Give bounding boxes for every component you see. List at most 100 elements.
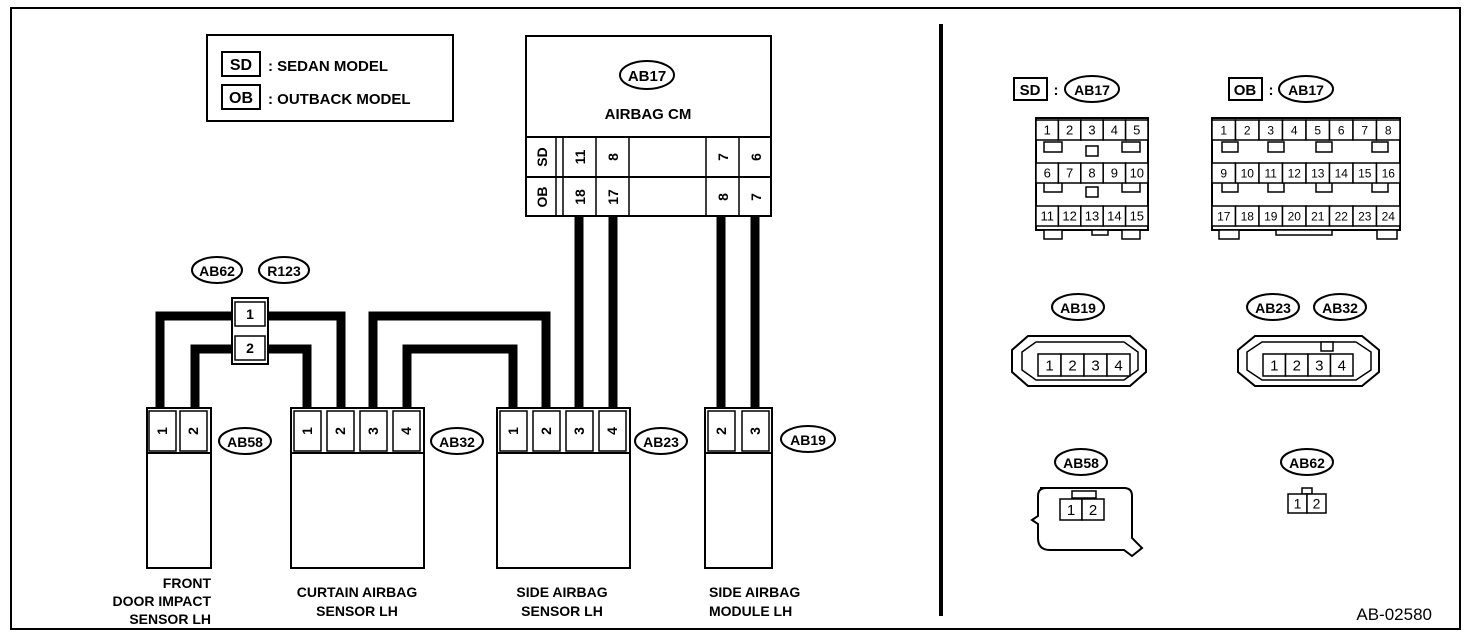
legend-ob-code: OB xyxy=(229,90,253,107)
pin-number: 17 xyxy=(1217,209,1231,223)
component-pin: 4 xyxy=(398,427,414,435)
pin-number: 14 xyxy=(1335,166,1349,180)
front-door-impact-sensor: 1 2 AB58 FRONT DOOR IMPACT SENSOR LH xyxy=(112,407,272,627)
pin-number: 2 xyxy=(1313,496,1321,512)
wire xyxy=(402,344,518,413)
pin-number: 15 xyxy=(1130,209,1144,224)
pin-number: 15 xyxy=(1358,166,1372,180)
pin-number: 5 xyxy=(1314,123,1321,137)
component-label-line: SIDE AIRBAG xyxy=(516,584,607,600)
pin-number: 6 xyxy=(1338,123,1345,137)
component-pin: 2 xyxy=(538,427,554,435)
pin-cell xyxy=(1329,353,1354,377)
pin-number: 13 xyxy=(1311,166,1325,180)
component-label-line: SIDE AIRBAG xyxy=(709,584,800,600)
pin-number: 3 xyxy=(1088,123,1095,138)
pin-number: 23 xyxy=(1358,209,1372,223)
pin-number: 1 xyxy=(1045,357,1053,374)
pin-number: 22 xyxy=(1335,209,1349,223)
pin-cell xyxy=(1106,353,1131,377)
cm-sd-pin: 8 xyxy=(605,153,621,161)
pin-number: 4 xyxy=(1291,123,1298,137)
pin-number: 4 xyxy=(1338,357,1346,374)
pin-number: 12 xyxy=(1288,166,1302,180)
svg-text:AB19: AB19 xyxy=(1060,300,1096,316)
side-airbag-sensor: 1 2 3 4 AB23 SIDE AIRBAG SENSOR LH xyxy=(496,407,688,619)
splice-pin: 1 xyxy=(246,306,254,322)
svg-text::: : xyxy=(1054,82,1059,99)
svg-text::: : xyxy=(1269,82,1274,99)
pin-number: 3 xyxy=(1091,357,1099,374)
cm-ob-pin: 18 xyxy=(572,189,588,205)
cm-ob-pin: 17 xyxy=(605,189,621,205)
pin-cell xyxy=(1124,205,1149,227)
airbag-cm-connector-tag xyxy=(619,60,675,90)
pin-number: 10 xyxy=(1130,166,1144,181)
pin-number: 3 xyxy=(1267,123,1274,137)
legend-ob-label: : OUTBACK MODEL xyxy=(268,91,411,108)
pin-cell xyxy=(1375,205,1401,227)
component-label-line: MODULE LH xyxy=(709,603,792,619)
component-pin: 4 xyxy=(604,427,620,435)
pin-number: 6 xyxy=(1044,166,1051,181)
legend-sd-badge xyxy=(221,51,261,77)
pin-number: 20 xyxy=(1288,209,1302,223)
pin-cell xyxy=(1124,162,1149,184)
component-label-line: SENSOR LH xyxy=(521,603,603,619)
wire xyxy=(268,344,312,413)
splice-tag: AB62 xyxy=(199,263,235,279)
pin-number: 9 xyxy=(1220,166,1227,180)
airbag-cm-label: AIRBAG CM xyxy=(605,106,692,123)
component-label-line: SENSOR LH xyxy=(316,603,398,619)
component-connector-tag: AB19 xyxy=(790,432,826,448)
pin-number: 7 xyxy=(1361,123,1368,137)
pin-number: 3 xyxy=(1315,357,1323,374)
pin-number: 8 xyxy=(1385,123,1392,137)
component-pin: 2 xyxy=(332,427,348,435)
pin-number: 9 xyxy=(1111,166,1118,181)
component-pin: 1 xyxy=(299,427,315,435)
wires xyxy=(155,216,760,413)
pin-number: 1 xyxy=(1220,123,1227,137)
pin-number: 7 xyxy=(1066,166,1073,181)
component-connector-tag: AB23 xyxy=(643,434,679,450)
svg-text:AB62: AB62 xyxy=(1289,455,1325,471)
svg-text:AB17: AB17 xyxy=(1288,82,1324,98)
splice-pin: 2 xyxy=(246,340,254,356)
pin-number: 2 xyxy=(1244,123,1251,137)
component-label-line: CURTAIN AIRBAG xyxy=(297,584,418,600)
pin-number: 1 xyxy=(1294,496,1302,512)
component-label-line: FRONT xyxy=(163,575,212,591)
pin-number: 24 xyxy=(1382,209,1396,223)
pin-number: 21 xyxy=(1311,209,1325,223)
svg-text:AB23: AB23 xyxy=(1255,300,1291,316)
component-label-line: DOOR IMPACT xyxy=(112,593,211,609)
cm-sd-pin: 7 xyxy=(715,153,731,161)
svg-text:OB: OB xyxy=(1234,82,1257,99)
pin-number: 10 xyxy=(1241,166,1255,180)
curtain-airbag-sensor: 1 2 3 4 AB32 CURTAIN AIRBAG SENSOR LH xyxy=(290,407,484,619)
component-pin: 1 xyxy=(154,427,170,435)
cm-sd-pin: 11 xyxy=(572,149,588,164)
pin-cell xyxy=(1375,162,1401,184)
splice-connector: AB62 R123 1 2 xyxy=(191,256,310,365)
pin-number: 1 xyxy=(1270,357,1278,374)
wire xyxy=(368,311,551,413)
wire xyxy=(190,344,232,413)
cm-ob-pin: 7 xyxy=(748,193,764,201)
diagram-frame xyxy=(10,7,1461,630)
svg-text:AB17: AB17 xyxy=(628,68,666,85)
pin-number: 8 xyxy=(1088,166,1095,181)
wire xyxy=(155,311,232,413)
legend-sd-label: : SEDAN MODEL xyxy=(268,58,388,75)
cm-row-ob-model: OB xyxy=(534,187,550,208)
